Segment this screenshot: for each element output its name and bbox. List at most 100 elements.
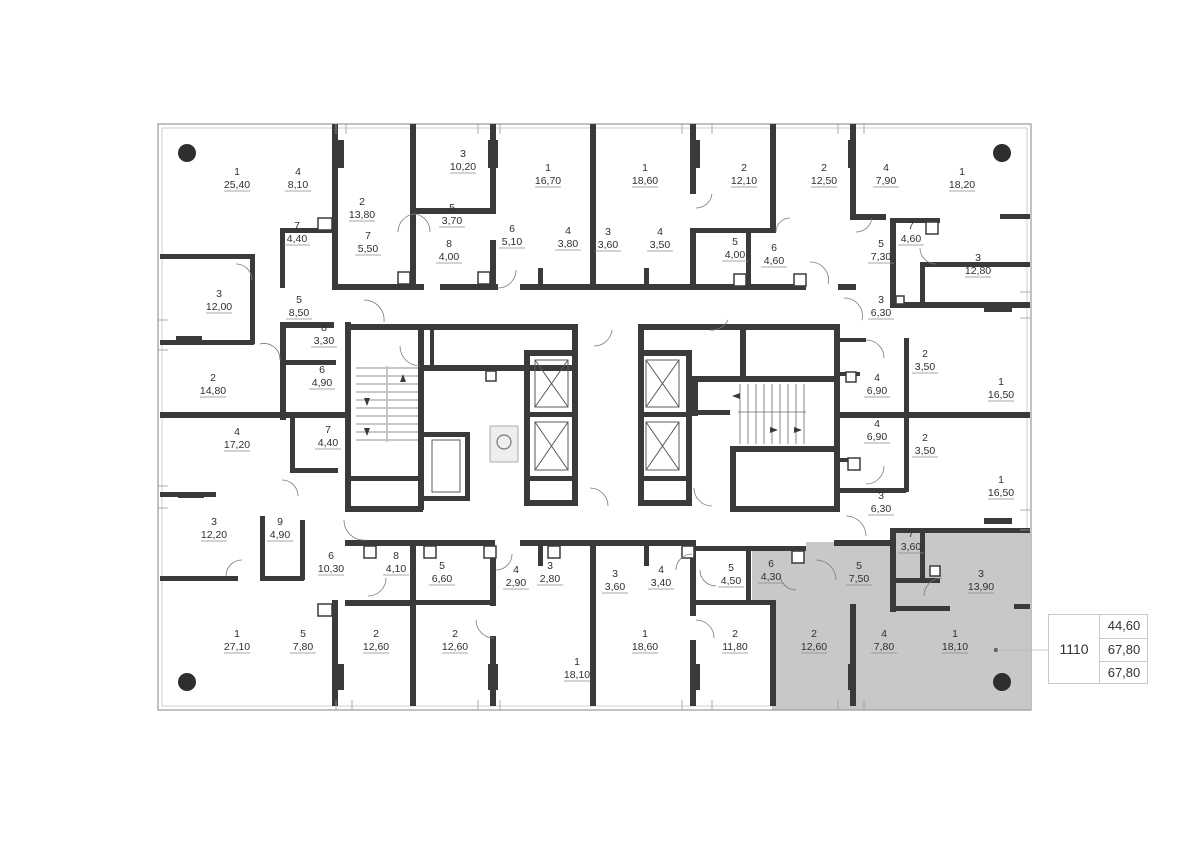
room-number: 5 — [439, 560, 445, 572]
room-area: 7,50 — [849, 573, 870, 585]
room-area: 4,30 — [761, 571, 782, 583]
room-number: 4 — [874, 372, 880, 384]
apartment-number: 1110 — [1059, 641, 1089, 657]
room-area: 7,80 — [293, 641, 314, 653]
room-area: 4,90 — [270, 529, 291, 541]
accessibility-icon — [496, 434, 512, 450]
room-number: 6 — [509, 223, 515, 235]
room-area: 16,50 — [988, 389, 1014, 401]
room-number: 1 — [998, 474, 1004, 486]
room-area: 3,70 — [442, 215, 463, 227]
room-number: 1 — [234, 628, 240, 640]
room-area: 8,10 — [288, 179, 309, 191]
room-number: 1 — [642, 162, 648, 174]
room-area: 10,20 — [450, 161, 476, 173]
room-number: 1 — [574, 656, 580, 668]
area-gross: 67,80 — [1107, 665, 1141, 681]
room-number: 1 — [952, 628, 958, 640]
room-area: 4,90 — [312, 377, 333, 389]
room-number: 3 — [878, 490, 884, 502]
apartment-1110-highlight — [752, 528, 1030, 710]
room-number: 6 — [768, 558, 774, 570]
room-area: 4,50 — [721, 575, 742, 587]
room-number: 2 — [922, 432, 928, 444]
room-area: 27,10 — [224, 641, 250, 653]
room-number: 1 — [545, 162, 551, 174]
area-total: 67,80 — [1100, 639, 1148, 663]
room-area: 12,60 — [363, 641, 389, 653]
room-number: 2 — [821, 162, 827, 174]
room-number: 2 — [373, 628, 379, 640]
room-area: 6,60 — [432, 573, 453, 585]
door-swings — [225, 193, 943, 639]
room-number: 3 — [975, 252, 981, 264]
room-number: 5 — [732, 236, 738, 248]
area-living: 44,60 — [1100, 615, 1148, 639]
room-number: 2 — [922, 348, 928, 360]
room-number: 7 — [365, 230, 371, 242]
stairs — [356, 366, 806, 444]
room-area: 3,40 — [651, 577, 672, 589]
room-number: 3 — [547, 560, 553, 572]
room-number: 8 — [321, 322, 327, 334]
room-number: 3 — [460, 148, 466, 160]
room-number: 4 — [657, 226, 663, 238]
room-number: 6 — [771, 242, 777, 254]
room-area: 16,50 — [988, 487, 1014, 499]
room-number: 3 — [612, 568, 618, 580]
room-area: 12,60 — [442, 641, 468, 653]
room-number: 6 — [328, 550, 334, 562]
room-area: 12,60 — [801, 641, 827, 653]
room-number: 7 — [325, 424, 331, 436]
room-number: 5 — [856, 560, 862, 572]
room-number: 3 — [605, 226, 611, 238]
room-number: 2 — [811, 628, 817, 640]
room-number: 1 — [998, 376, 1004, 388]
room-area: 18,20 — [949, 179, 975, 191]
room-area: 4,10 — [386, 563, 407, 575]
room-number: 2 — [210, 372, 216, 384]
room-area: 3,50 — [915, 445, 936, 457]
room-area: 6,90 — [867, 385, 888, 397]
room-area: 12,80 — [965, 265, 991, 277]
room-area: 17,20 — [224, 439, 250, 451]
apartment-legend: 1110 44,60 67,80 67,80 — [1048, 614, 1148, 684]
room-area: 4,00 — [725, 249, 746, 261]
room-number: 4 — [234, 426, 240, 438]
room-area: 2,80 — [540, 573, 561, 585]
room-area: 6,90 — [867, 431, 888, 443]
room-area: 3,50 — [650, 239, 671, 251]
room-area: 7,30 — [871, 251, 892, 263]
facade-fins — [334, 140, 856, 690]
stair-arrows — [364, 374, 802, 436]
room-area: 18,10 — [942, 641, 968, 653]
room-area: 25,40 — [224, 179, 250, 191]
room-number: 4 — [295, 166, 301, 178]
room-area: 3,30 — [314, 335, 335, 347]
room-area: 13,90 — [968, 581, 994, 593]
shafts — [317, 217, 941, 617]
room-number: 1 — [959, 166, 965, 178]
room-number: 6 — [319, 364, 325, 376]
room-number: 2 — [359, 196, 365, 208]
room-number: 4 — [513, 564, 519, 576]
room-area: 18,60 — [632, 641, 658, 653]
room-number: 2 — [732, 628, 738, 640]
room-area: 5,50 — [358, 243, 379, 255]
room-area: 11,80 — [722, 641, 748, 653]
room-area: 12,20 — [201, 529, 227, 541]
room-number: 8 — [446, 238, 452, 250]
room-area: 3,80 — [558, 238, 579, 250]
room-area: 6,30 — [871, 503, 892, 515]
room-area: 3,50 — [915, 361, 936, 373]
room-area: 16,70 — [535, 175, 561, 187]
room-area: 14,80 — [200, 385, 226, 397]
room-number: 5 — [449, 202, 455, 214]
walls — [160, 124, 1030, 706]
room-number: 5 — [296, 294, 302, 306]
room-number: 5 — [728, 562, 734, 574]
room-number: 5 — [300, 628, 306, 640]
accessibility-sign — [489, 425, 519, 463]
elevators — [431, 359, 680, 493]
room-number: 7 — [908, 528, 914, 540]
